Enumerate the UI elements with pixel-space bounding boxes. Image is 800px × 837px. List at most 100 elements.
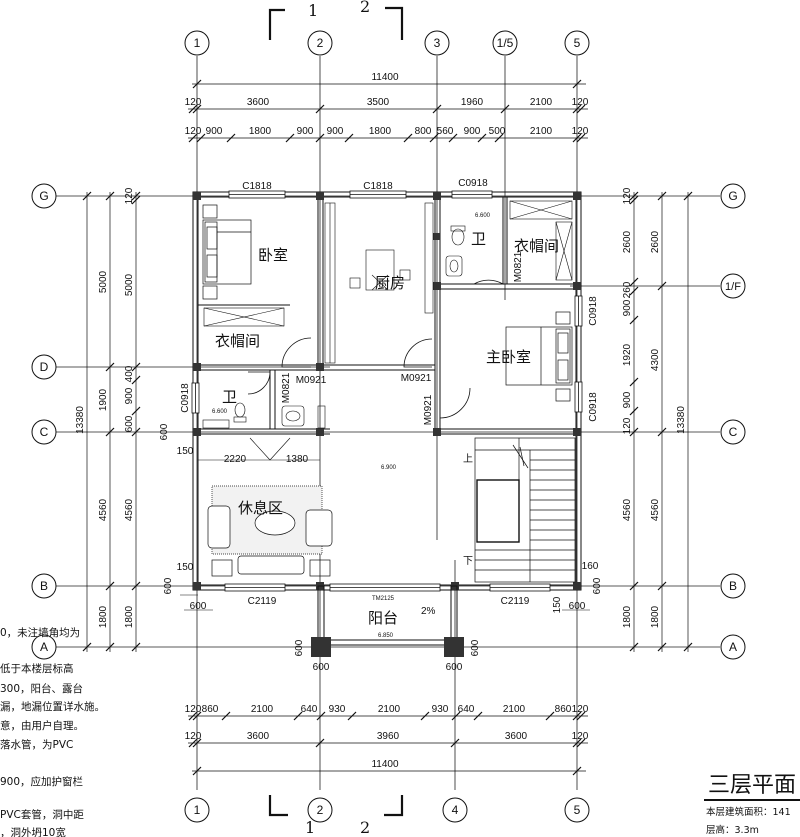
- svg-text:0，未注墙角均为: 0，未注墙角均为: [0, 626, 80, 639]
- code-tm2125: TM2125: [372, 596, 395, 602]
- room-lounge: 休息区: [238, 499, 283, 517]
- bath-right-fixtures: [445, 225, 466, 277]
- svg-text:1800: 1800: [650, 605, 661, 628]
- section-marks: [268, 6, 404, 817]
- svg-text:120: 120: [185, 97, 202, 108]
- room-kitchen: 厨房: [375, 274, 405, 292]
- axis-bubble-2-bottom: 2: [307, 797, 333, 823]
- svg-text:4560: 4560: [124, 498, 135, 521]
- svg-text:120: 120: [185, 731, 202, 742]
- right-dimension-lines: [629, 191, 693, 652]
- section-mark-2-top: 2: [360, 0, 370, 16]
- dim-right-outer: 13380: [676, 406, 687, 434]
- svg-text:1800: 1800: [249, 126, 272, 137]
- svg-text:600: 600: [190, 601, 207, 612]
- svg-text:2100: 2100: [530, 97, 553, 108]
- axis-bubbles-right: G 1/F C B A: [720, 183, 746, 660]
- svg-text:PVC套管，洞中距: PVC套管，洞中距: [0, 808, 84, 821]
- master-bed: [505, 311, 573, 402]
- code-m0921-a: M0921: [296, 375, 327, 386]
- svg-text:1800: 1800: [622, 605, 633, 628]
- bottom-dimension-lines: [188, 711, 588, 776]
- level-bath-left: 6.600: [212, 409, 228, 415]
- axis-bubble-A-right: A: [720, 634, 746, 660]
- svg-text:5000: 5000: [98, 270, 109, 293]
- svg-text:5: 5: [574, 36, 581, 50]
- dim-right-middle: 2600 4300 4560 1800: [650, 230, 661, 628]
- kitchen-counter: [324, 202, 434, 364]
- svg-text:G: G: [728, 189, 737, 203]
- svg-text:2600: 2600: [622, 230, 633, 253]
- svg-text:600: 600: [446, 662, 463, 673]
- svg-text:800: 800: [415, 126, 432, 137]
- svg-text:B: B: [729, 579, 737, 593]
- axis-bubble-5-top: 5: [564, 30, 590, 56]
- svg-text:5000: 5000: [124, 273, 135, 296]
- dim-1380: 1380: [286, 454, 309, 465]
- axis-bubble-G-right: G: [720, 183, 746, 209]
- axis-bubble-A-left: A: [31, 634, 57, 660]
- svg-text:900: 900: [124, 387, 135, 404]
- room-bath-left: 卫: [222, 388, 237, 406]
- svg-text:600: 600: [569, 601, 586, 612]
- svg-text:600: 600: [313, 662, 330, 673]
- dim-150-c: 150: [552, 596, 563, 613]
- svg-text:900: 900: [297, 126, 314, 137]
- svg-text:3: 3: [434, 36, 441, 50]
- svg-text:600: 600: [163, 577, 174, 594]
- design-notes: 0，未注墙角均为 低于本楼层标高 300，阳台、露台 漏，地漏位置详水施。 意，…: [0, 626, 105, 837]
- svg-text:3600: 3600: [505, 731, 528, 742]
- svg-text:，洞外坍10宽: ，洞外坍10宽: [0, 826, 66, 837]
- svg-text:C: C: [729, 425, 738, 439]
- axis-bubble-5-bottom: 5: [564, 797, 590, 823]
- lounge-furniture: [207, 485, 333, 577]
- axis-bubbles-left: G D C B A: [31, 183, 57, 660]
- svg-text:2600: 2600: [650, 230, 661, 253]
- svg-text:3500: 3500: [367, 97, 390, 108]
- svg-text:B: B: [40, 579, 48, 593]
- closet-left-wardrobe: [203, 307, 285, 327]
- svg-text:C: C: [40, 425, 49, 439]
- dim-bottom-overall: 11400: [371, 759, 399, 770]
- svg-text:1920: 1920: [622, 343, 633, 366]
- room-balcony: 阳台: [368, 609, 398, 627]
- svg-text:3600: 3600: [247, 731, 270, 742]
- dim-top-row2: 120 3600 3500 1960 2100 120: [185, 97, 589, 108]
- svg-text:120: 120: [622, 187, 633, 204]
- svg-text:4560: 4560: [622, 498, 633, 521]
- svg-text:5: 5: [574, 803, 581, 817]
- svg-text:640: 640: [301, 704, 318, 715]
- code-c2119-right: C2119: [501, 596, 530, 607]
- stair: [474, 437, 576, 583]
- svg-text:600: 600: [124, 415, 135, 432]
- room-bath-right: 卫: [471, 230, 486, 248]
- svg-text:500: 500: [489, 126, 506, 137]
- axis-bubble-1-bottom: 1: [184, 797, 210, 823]
- axis-bubble-C-left: C: [31, 419, 57, 445]
- misc-dim-lines: [180, 437, 590, 611]
- axis-bubble-3-top: 3: [424, 30, 450, 56]
- axis-bubble-D-left: D: [31, 354, 57, 380]
- drawing-title: 三层平面: [708, 773, 796, 798]
- dim-2220: 2220: [224, 454, 247, 465]
- svg-text:2100: 2100: [378, 704, 401, 715]
- svg-text:1800: 1800: [124, 605, 135, 628]
- svg-text:2100: 2100: [251, 704, 274, 715]
- dim-160: 160: [582, 561, 599, 572]
- axis-bubble-1-5-top: 1/5: [492, 30, 518, 56]
- code-m0821-right: M0821: [513, 251, 524, 282]
- left-dimension-lines: [82, 191, 141, 652]
- dim-600-labels: 600 600 600 600 600 600 600 600 600: [159, 423, 603, 673]
- axis-bubbles-bottom: 1 2 4 5: [184, 797, 590, 823]
- room-closet-right: 衣帽间: [514, 237, 559, 255]
- svg-text:4300: 4300: [650, 348, 661, 371]
- dim-150-a: 150: [177, 446, 194, 457]
- doors: [247, 255, 504, 419]
- axis-bubble-1-top: 1: [184, 30, 210, 56]
- svg-text:落水管，为PVC: 落水管，为PVC: [0, 738, 73, 751]
- svg-text:600: 600: [592, 577, 603, 594]
- svg-text:900: 900: [464, 126, 481, 137]
- axis-bubble-G-left: G: [31, 183, 57, 209]
- code-m0921-c: M0921: [423, 394, 434, 425]
